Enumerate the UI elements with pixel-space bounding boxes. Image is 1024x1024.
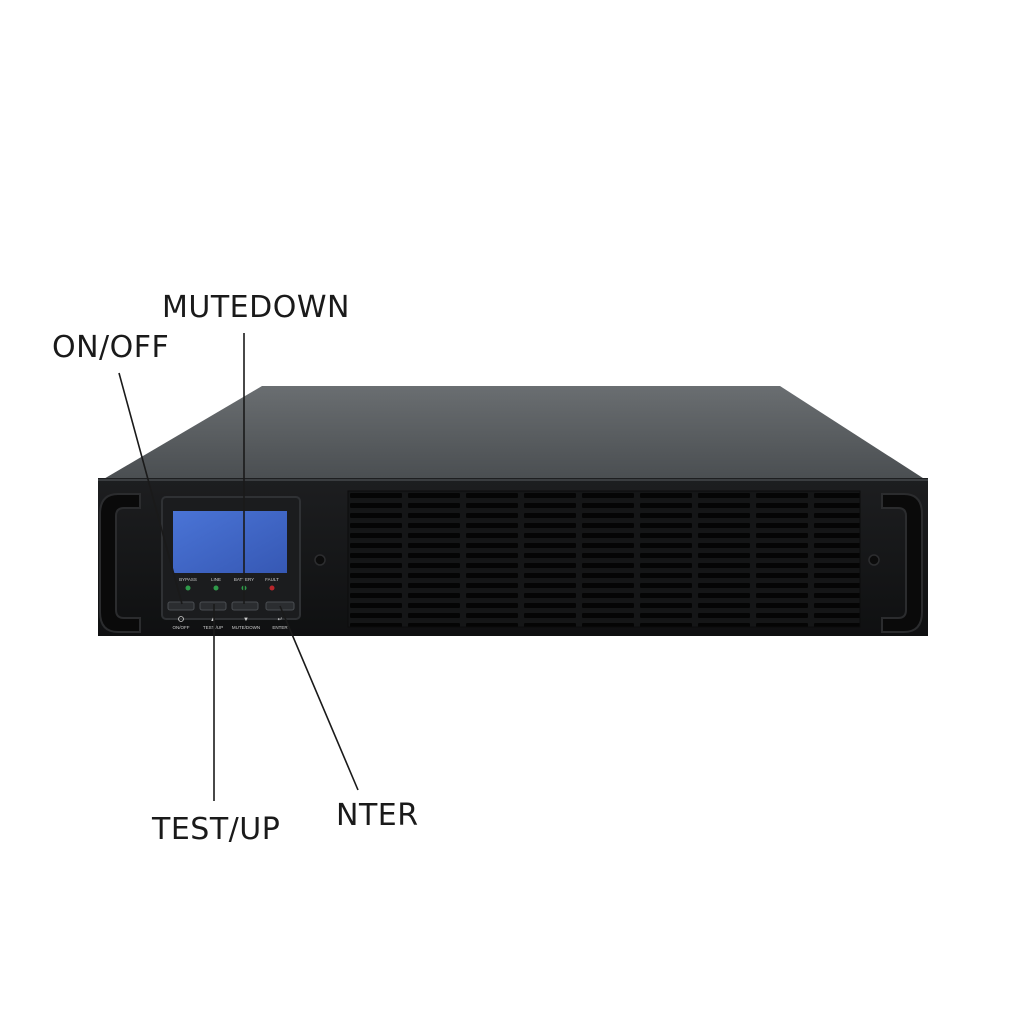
screw (868, 554, 880, 566)
enter-arrow-icon: ↵ (277, 617, 282, 623)
led-bypass (185, 585, 191, 591)
left-handle (99, 493, 141, 633)
indicator-label-bypass: BYPASS (179, 577, 197, 582)
screw (314, 554, 326, 566)
test-up-button-caption: TEST /UP (203, 625, 223, 630)
callout-enter: NTER (336, 798, 419, 833)
callout-test-up: TEST/UP (152, 812, 281, 847)
test-up-button[interactable] (199, 601, 227, 611)
indicator-label-fault: FAULT (265, 577, 279, 582)
indicator-label-line: LINE (211, 577, 221, 582)
lcd-screen (173, 511, 287, 573)
callout-mutedown: MUTEDOWN (162, 290, 350, 325)
enter-button-caption: ENTER (272, 625, 288, 630)
down-arrow-icon: ▼ (243, 617, 249, 623)
on-off-button-caption: ON/OFF (173, 625, 190, 630)
mute-down-button-caption: MUTE/DOWN (232, 625, 260, 630)
leader-line-on-off (118, 372, 183, 605)
callout-on-off: ON/OFF (52, 330, 170, 365)
led-line (213, 585, 219, 591)
up-arrow-icon: ▲ (210, 617, 216, 623)
mute-down-button[interactable] (231, 601, 259, 611)
right-handle (881, 493, 923, 633)
power-icon (178, 616, 184, 622)
chassis-top (102, 386, 926, 480)
leader-line-enter (279, 605, 359, 791)
led-fault (269, 585, 275, 591)
vent-grille (348, 491, 860, 627)
